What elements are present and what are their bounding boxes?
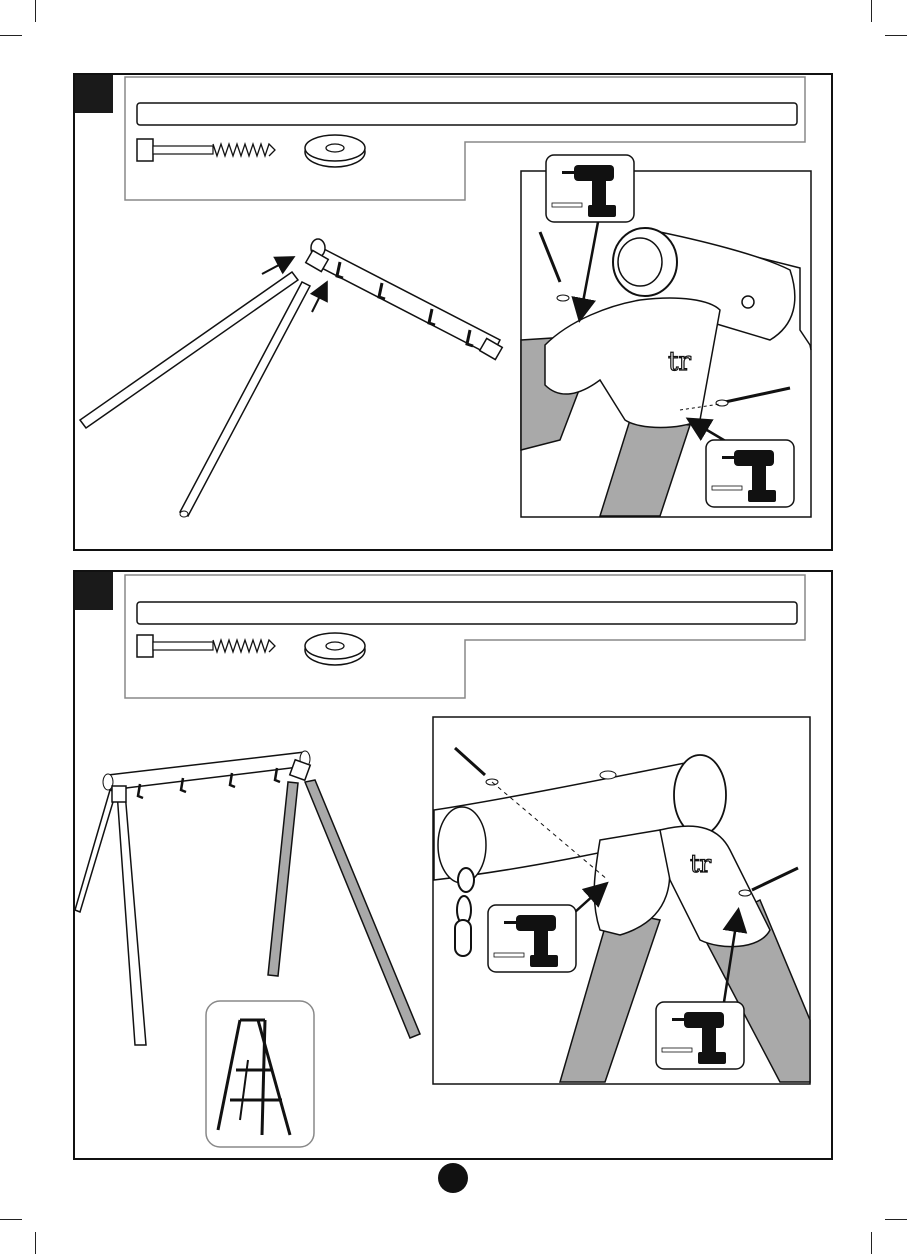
step-2-number-badge: [75, 572, 113, 610]
washer-icon: [305, 135, 365, 167]
step-1-overview: [80, 239, 502, 517]
drill-icon: [706, 440, 794, 507]
wooden-beam: [137, 103, 797, 125]
page-number-badge: [438, 1163, 468, 1193]
step-2-panel: [73, 570, 833, 1160]
drill-icon: [546, 155, 634, 222]
lag-screw-icon: [137, 139, 275, 161]
svg-text:tr: tr: [668, 347, 691, 377]
